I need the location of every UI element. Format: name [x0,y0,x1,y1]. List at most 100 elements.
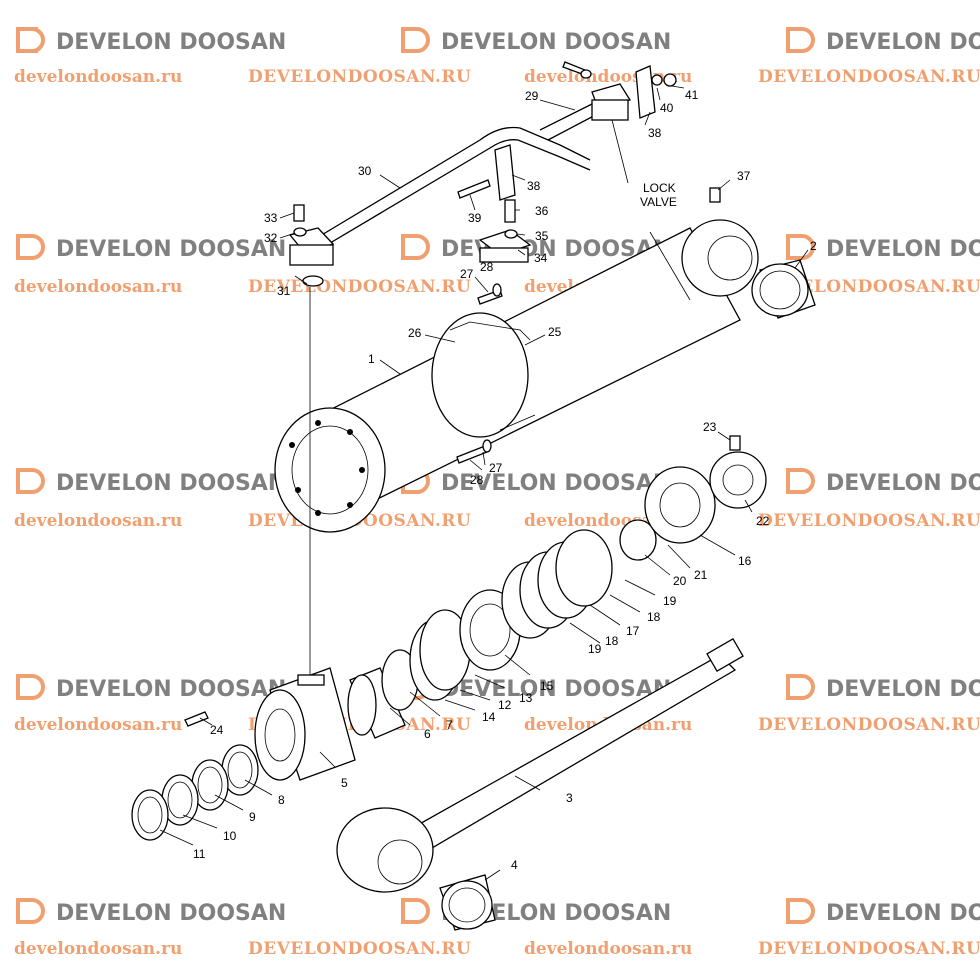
watermark-brand: DEVELON DOOSAN [56,237,286,262]
callout-26: 26 [408,326,422,340]
lock-valve-label-line2: VALVE [640,195,677,209]
callout-28b: 28 [470,473,484,487]
watermark-url: develondoosan.ru [14,715,182,735]
callout-11: 11 [193,847,206,861]
dust-wiper [131,789,169,841]
watermark-url: DEVELONDOOSAN.RU [758,67,980,87]
callout-10: 10 [223,829,237,843]
watermark-logo-icon [786,27,815,53]
callout-39: 39 [468,211,482,225]
rod-head [254,667,356,781]
callout-labels: 1 2 3 4 5 6 7 8 9 10 11 12 13 14 15 16 1… [193,88,817,872]
callout-17: 17 [626,624,640,638]
watermark-brand: DEVELON DOOSAN [56,901,286,926]
callout-31: 31 [277,284,291,298]
callout-27b: 27 [489,461,503,475]
callout-24: 24 [210,723,224,737]
watermark-url: DEVELONDOOSAN.RU [758,715,980,735]
lock-valve-label-line1: LOCK [643,181,676,195]
callout-6: 6 [424,727,431,741]
watermark-url: DEVELONDOOSAN.RU [248,67,471,87]
watermark-brand: DEVELON DOOSAN [826,677,980,702]
callout-2: 2 [810,239,817,253]
callout-27a: 27 [460,267,474,281]
watermark-url: DEVELONDOOSAN.RU [248,939,471,959]
callout-14: 14 [482,710,496,724]
callout-16: 16 [738,554,752,568]
callout-22: 22 [756,514,770,528]
bushing [751,259,816,319]
watermark-brand: DEVELON DOOSAN [826,30,980,55]
watermark-brand: DEVELON DOOSAN [56,30,286,55]
piston-seal [619,519,657,561]
callout-9: 9 [249,810,256,824]
watermark-url: develondoosan.ru [14,939,182,959]
watermark-url: develondoosan.ru [524,939,692,959]
watermark-logo-icon [401,27,430,53]
callout-13: 13 [519,691,533,705]
callout-23: 23 [703,420,717,434]
callout-19b: 19 [588,642,602,656]
callout-18a: 18 [647,610,661,624]
callout-8: 8 [278,793,285,807]
watermark-brand: DEVELON DOOSAN [826,237,980,262]
callout-1: 1 [368,352,375,366]
watermark-layer: DEVELON DOOSAN DEVELON DOOSAN DEVELON DO… [14,27,980,959]
watermark-brand: DEVELON DOOSAN [441,677,671,702]
callout-38b: 38 [527,179,541,193]
watermark-brand: DEVELON DOOSAN [441,471,671,496]
watermark-brand: DEVELON DOOSAN [441,30,671,55]
callout-37: 37 [737,169,751,183]
callout-12: 12 [498,698,512,712]
rod-bushing [347,667,406,739]
pipe-clamp-band [431,312,536,438]
leader-lines [159,85,809,881]
watermark-brand: DEVELON DOOSAN [56,471,286,496]
rod-eye-bushing [439,874,496,931]
callout-18b: 18 [605,634,619,648]
pipe-clamp-half [635,65,656,119]
watermark-brand: DEVELON DOOSAN [826,901,980,926]
callout-25: 25 [548,325,562,339]
callout-19a: 19 [663,594,677,608]
lock-nut [709,451,767,509]
hydraulic-pipe [304,99,606,253]
o-ring [409,609,471,701]
callout-33: 33 [264,211,278,225]
watermark-logo-icon [16,27,45,53]
callout-36: 36 [535,204,549,218]
watermark-url: develondoosan.ru [14,67,182,87]
callout-28a: 28 [480,260,494,274]
callout-38a: 38 [648,126,662,140]
callout-29: 29 [525,89,539,103]
o-ring [302,275,324,287]
callout-40: 40 [660,101,674,115]
piston-rod [336,637,744,893]
callout-5: 5 [341,776,348,790]
callout-34: 34 [534,251,548,265]
callout-21: 21 [694,568,708,582]
callout-3: 3 [566,791,573,805]
watermark-brand: DEVELON DOOSAN [826,471,980,496]
pipe-clamp-half [494,144,516,201]
watermark-brand: DEVELON DOOSAN [56,677,286,702]
watermark-url: DEVELONDOOSAN.RU [758,277,980,297]
callout-20: 20 [673,574,687,588]
callout-4: 4 [511,858,518,872]
callout-7: 7 [446,718,453,732]
piston-nut [644,466,716,544]
washer [293,69,677,453]
grease-nipple [709,187,721,203]
flange-bolt-holes [289,420,365,516]
callout-30: 30 [358,164,372,178]
watermark-url: DEVELONDOOSAN.RU [758,939,980,959]
lock-valve-block [591,83,632,121]
callout-32: 32 [264,231,278,245]
wear-ring [501,529,613,639]
callout-35: 35 [535,229,549,243]
bolt [184,61,741,727]
watermark-url: develondoosan.ru [14,511,182,531]
watermark-url: develondoosan.ru [14,277,182,297]
